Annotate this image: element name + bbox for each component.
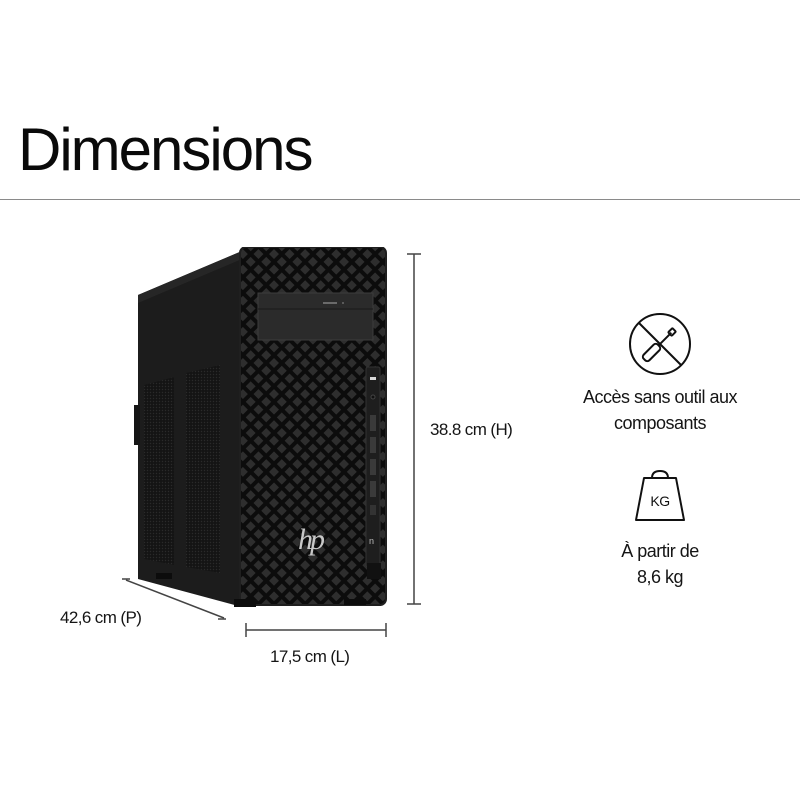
depth-label: 42,6 cm (P) bbox=[60, 608, 142, 627]
feature-weight-line1: À partir de bbox=[621, 541, 699, 561]
page-title: Dimensions bbox=[18, 116, 313, 183]
depth-dimension-line bbox=[122, 578, 226, 620]
height-label: 38.8 cm (H) bbox=[430, 420, 513, 439]
title-divider bbox=[0, 199, 800, 200]
tool-less-icon bbox=[629, 313, 691, 375]
weight-icon: KG bbox=[635, 469, 685, 521]
feature-weight-line2: 8,6 kg bbox=[636, 567, 684, 587]
feature-toolless-line2: composants bbox=[613, 413, 707, 433]
height-dimension-line bbox=[407, 253, 421, 605]
svg-text:KG: KG bbox=[650, 493, 669, 509]
width-label: 17,5 cm (L) bbox=[270, 647, 350, 666]
feature-toolless: Accès sans outil aux composants bbox=[550, 310, 770, 436]
feature-weight: KG À partir de 8,6 kg bbox=[550, 466, 770, 590]
desktop-tower-image: n hp bbox=[134, 247, 387, 607]
svg-text:n: n bbox=[369, 536, 374, 546]
width-dimension-line bbox=[245, 623, 387, 637]
feature-toolless-line1: Accès sans outil aux bbox=[582, 387, 738, 407]
hp-logo: hp bbox=[298, 523, 325, 556]
